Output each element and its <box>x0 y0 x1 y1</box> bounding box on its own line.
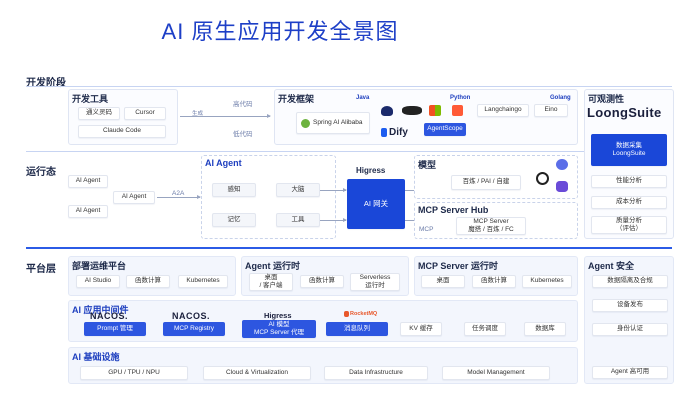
agent-ha-box[interactable]: Agent 高可用 <box>592 366 668 379</box>
mw-message-queue[interactable]: 消息队列 <box>326 322 388 336</box>
page-title: AI 原生应用开发全景图 <box>161 19 399 44</box>
divider-platform <box>26 247 672 249</box>
parrot-icon <box>381 106 393 116</box>
mw-mcp-registry[interactable]: MCP Registry <box>163 322 225 336</box>
mcp-label: MCP <box>419 226 434 233</box>
spring-leaf-icon <box>301 118 310 128</box>
nacos-logo-2: NACOS. <box>172 311 211 321</box>
langchaingo-box[interactable]: Langchaingo <box>477 104 529 117</box>
perf-analysis-box[interactable]: 性能分析 <box>591 175 667 188</box>
divider-dev <box>26 86 672 87</box>
qwen-icon <box>556 181 568 192</box>
infra-title: AI 基础设施 <box>72 352 120 362</box>
infra-cloud[interactable]: Cloud & Virtualization <box>203 366 311 380</box>
microsoft-icon <box>429 105 441 116</box>
cost-analysis-box[interactable]: 成本分析 <box>591 196 667 209</box>
row-label-runtime: 运行态 <box>26 167 56 178</box>
loongsuite-logo: LoongSuite <box>587 105 662 120</box>
mask-icon <box>402 106 422 115</box>
data-collect-box[interactable]: 数据采集 LoongSuite <box>591 134 667 166</box>
agent-memory[interactable]: 记忆 <box>212 213 256 227</box>
divider-runtime <box>26 151 672 152</box>
agent-runtime-desktop[interactable]: 桌面 / 客户端 <box>249 273 293 291</box>
row-label-dev: 开发阶段 <box>26 78 66 89</box>
higress-logo-mw: Higress <box>264 311 292 320</box>
security-identity[interactable]: 身份认证 <box>592 323 668 336</box>
higress-logo: Higress <box>356 166 386 175</box>
quality-analysis-box[interactable]: 质量分析 （评估） <box>591 216 667 234</box>
rocketmq-logo: RocketMQ <box>350 311 378 317</box>
brain-to-gateway-arrow <box>320 188 347 192</box>
high-code-label: 高代码 <box>233 101 253 108</box>
model-title: 模型 <box>418 160 437 170</box>
tools-to-gateway-arrow <box>320 218 347 222</box>
security-title: Agent 安全 <box>588 261 634 271</box>
eino-box[interactable]: Eino <box>534 104 568 117</box>
mcp-runtime-desktop[interactable]: 桌面 <box>421 275 465 288</box>
ai-agent-title: AI Agent <box>205 158 242 168</box>
agent-perception[interactable]: 感知 <box>212 183 256 197</box>
tool-tongyi[interactable]: 通义灵码 <box>78 107 120 120</box>
frameworks-title: 开发框架 <box>278 94 315 104</box>
mcp-runtime-title: MCP Server 运行时 <box>418 261 498 271</box>
ai-agent-left-2[interactable]: AI Agent <box>113 191 155 204</box>
agent-runtime-title: Agent 运行时 <box>245 261 300 271</box>
ops-ai-studio[interactable]: AI Studio <box>76 275 120 288</box>
security-data-isolation[interactable]: 数据隔离及合规 <box>592 275 668 288</box>
a2a-label: A2A <box>172 190 185 197</box>
agent-runtime-fc[interactable]: 函数计算 <box>300 275 344 288</box>
lang-golang: Golang <box>550 95 571 101</box>
infra-gpu[interactable]: GPU / TPU / NPU <box>80 366 188 380</box>
ai-agent-left-3[interactable]: AI Agent <box>68 205 108 218</box>
low-code-label: 低代码 <box>233 131 253 138</box>
infra-data[interactable]: Data Infrastructure <box>324 366 428 380</box>
nacos-logo-1: NACOS. <box>90 311 129 321</box>
rocketmq-icon <box>344 311 349 317</box>
agentscope-box[interactable]: AgentScope <box>424 123 466 136</box>
lang-python: Python <box>450 95 471 101</box>
dify-icon <box>381 128 387 137</box>
ops-title: 部署运维平台 <box>72 261 127 271</box>
mcp-hub-title: MCP Server Hub <box>418 205 489 215</box>
observability-title: 可观测性 <box>588 94 625 104</box>
agent-tools[interactable]: 工具 <box>276 213 320 227</box>
ops-fc[interactable]: 函数计算 <box>126 275 170 288</box>
mw-kv-cache[interactable]: KV 缓存 <box>400 322 442 336</box>
dev-tools-title: 开发工具 <box>72 94 109 104</box>
mw-prompt[interactable]: Prompt 管理 <box>84 322 146 336</box>
agent-runtime-serverless[interactable]: Serverless 运行时 <box>350 273 400 291</box>
mcp-runtime-fc[interactable]: 函数计算 <box>472 275 516 288</box>
whale-icon <box>556 159 568 170</box>
lightning-icon <box>452 105 463 116</box>
spring-ai-alibaba[interactable]: Spring AI Alibaba <box>296 112 370 134</box>
middleware-title: AI 应用中间件 <box>72 305 129 315</box>
row-label-platform: 平台层 <box>26 264 56 275</box>
spring-label: Spring AI Alibaba <box>313 118 363 126</box>
dev-to-framework-arrow <box>180 114 271 118</box>
ai-gateway-box[interactable]: AI 网关 <box>347 179 405 229</box>
tool-claude-code[interactable]: Claude Code <box>78 125 166 138</box>
lang-java: Java <box>356 95 370 101</box>
agent-brain[interactable]: 大脑 <box>276 183 320 197</box>
mcp-runtime-k8s[interactable]: Kubernetes <box>522 275 572 288</box>
openai-icon <box>536 172 549 185</box>
mw-database[interactable]: 数据库 <box>524 322 566 336</box>
security-device-release[interactable]: 设备发布 <box>592 299 668 312</box>
infra-model-mgmt[interactable]: Model Management <box>442 366 550 380</box>
tool-cursor[interactable]: Cursor <box>124 107 166 120</box>
mcp-server-box[interactable]: MCP Server 魔搭 / 百炼 / FC <box>456 217 526 235</box>
ai-agent-left-1[interactable]: AI Agent <box>68 175 108 188</box>
dify-label: Dify <box>389 127 408 138</box>
model-providers-box[interactable]: 百炼 / PAI / 自建 <box>451 175 521 190</box>
ops-k8s[interactable]: Kubernetes <box>178 275 228 288</box>
gen-label: 生成 <box>192 111 204 117</box>
mw-task-scheduling[interactable]: 任务调度 <box>464 322 506 336</box>
mw-ai-model-proxy[interactable]: AI 模型 MCP Server 代理 <box>242 320 316 338</box>
a2a-arrow <box>157 195 201 199</box>
